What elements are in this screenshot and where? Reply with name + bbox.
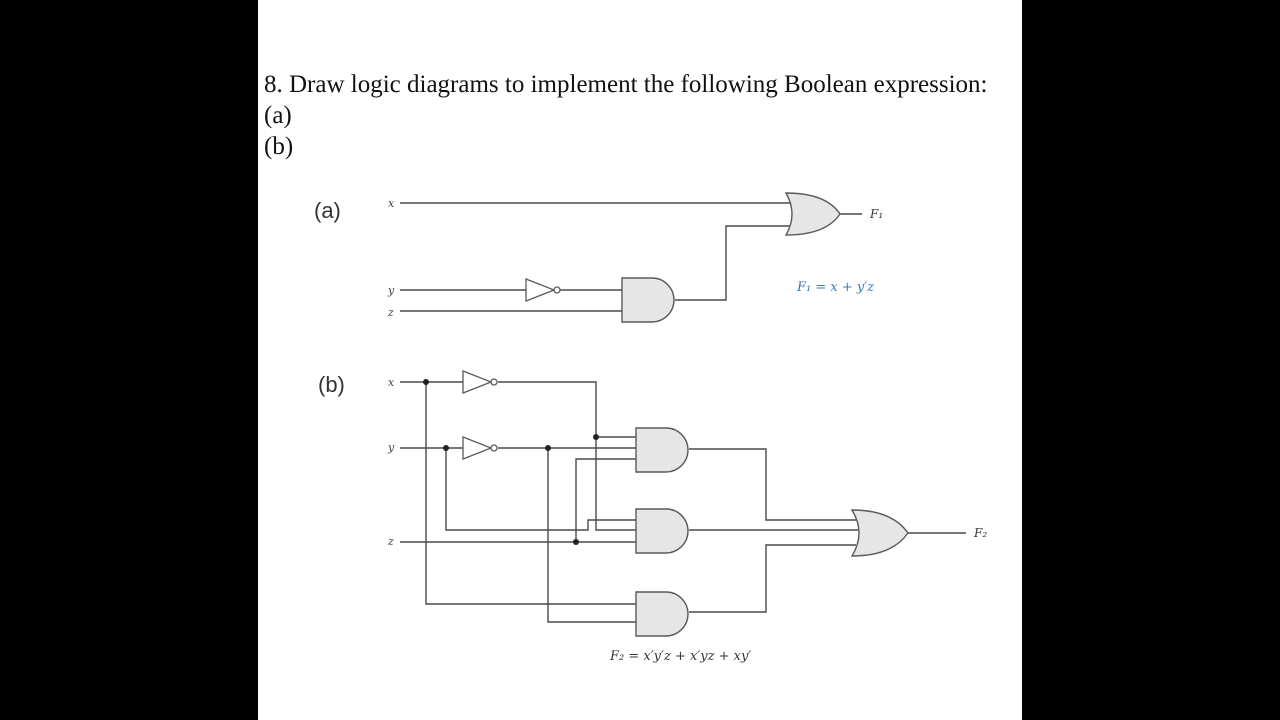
junction-y — [443, 445, 449, 451]
and-gate-1 — [635, 427, 689, 473]
not-gate-y-b — [462, 436, 498, 460]
question-title: 8. Draw logic diagrams to implement the … — [264, 71, 988, 98]
diagram-a-label: (a) — [314, 198, 341, 223]
output-f1-label: F₁ — [869, 207, 883, 221]
junction-x-inverted — [593, 434, 599, 440]
formula-f1: F₁ = x + y′z — [796, 280, 874, 295]
input-x-label-b: x — [388, 376, 395, 389]
junction-z — [573, 539, 579, 545]
or-gate-b — [850, 509, 909, 557]
input-z-label-b: z — [387, 535, 394, 548]
output-f2-label: F₂ — [973, 526, 987, 540]
diagram-b-label: (b) — [318, 372, 345, 397]
wire-and-to-or — [675, 225, 792, 301]
input-y-label: y — [387, 284, 395, 297]
formula-f2: F₂ = x′y′z + x′yz + xy′ — [609, 649, 751, 664]
wire-and3-to-or — [689, 544, 856, 613]
diagram-a: (a) x y z F₁ F₁ — [314, 192, 883, 323]
and-gate-2 — [635, 508, 689, 554]
not-gate-y — [525, 278, 561, 302]
or-gate — [784, 192, 841, 236]
input-x-label: x — [388, 197, 395, 210]
input-z-label: z — [387, 306, 394, 319]
junction-y-inverted — [545, 445, 551, 451]
logic-diagrams: (a) x y z F₁ F₁ — [314, 192, 987, 664]
input-y-label-b: y — [387, 441, 395, 454]
document-page: 8. Draw logic diagrams to implement the … — [258, 0, 1022, 720]
question-part-a: (a) — [264, 102, 292, 129]
wire-y-inverted-to-and3 — [547, 448, 636, 623]
junction-x — [423, 379, 429, 385]
wire-y-to-and2 — [445, 448, 636, 531]
diagram-b: (b) x y z — [318, 370, 987, 664]
question-part-b: (b) — [264, 133, 294, 160]
not-gate-x — [462, 370, 498, 394]
wire-and1-to-or — [689, 448, 856, 521]
and-gate — [621, 277, 675, 323]
wire-x-inverted — [498, 381, 636, 531]
wire-x-to-and3 — [425, 382, 636, 605]
and-gate-3 — [635, 591, 689, 637]
wire-z-to-and1 — [575, 458, 636, 542]
